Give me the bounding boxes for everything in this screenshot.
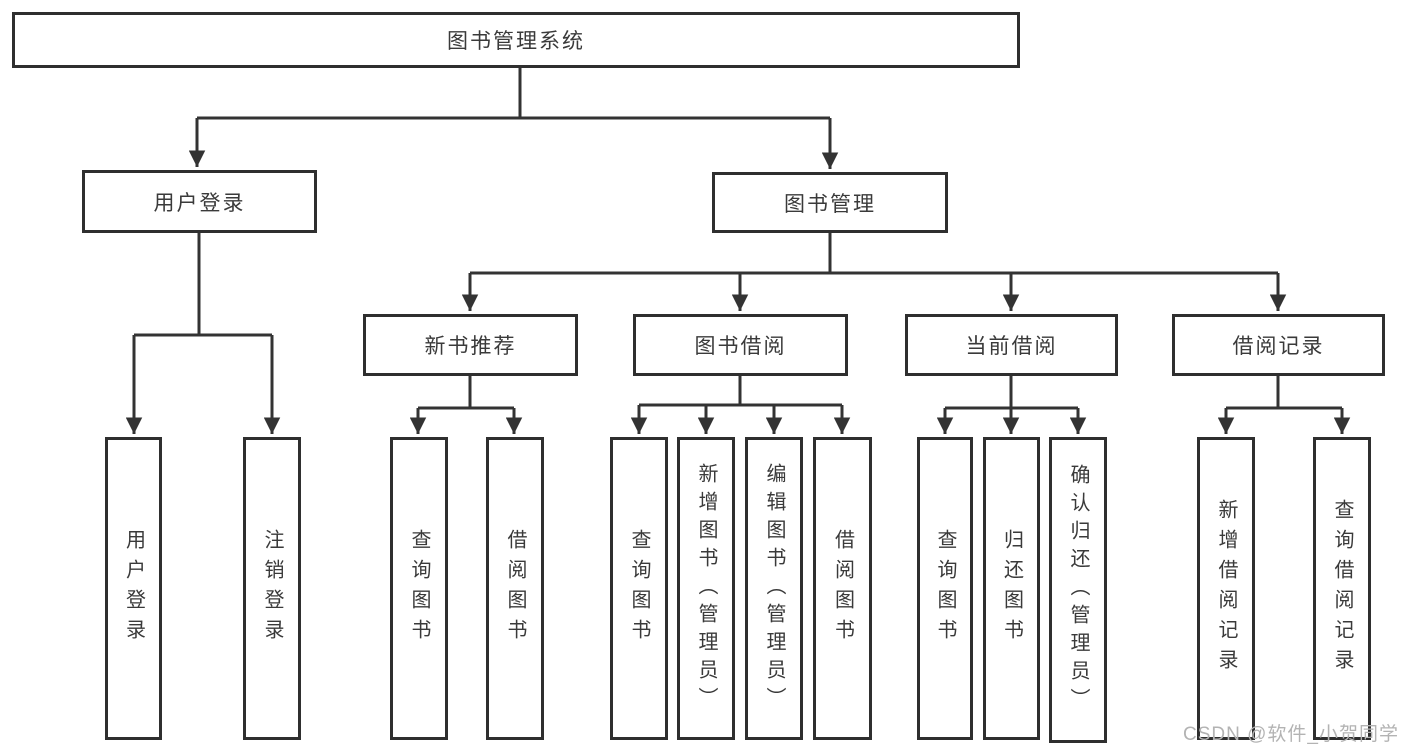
node-library-management-system: 图书管理系统 [12,12,1020,68]
leaf-query-books-2: 查询图书 [610,437,668,740]
node-new-book-recommend: 新书推荐 [363,314,578,376]
node-borrow-records: 借阅记录 [1172,314,1385,376]
leaf-query-books-3: 查询图书 [917,437,973,740]
leaf-return-books: 归还图书 [983,437,1040,740]
leaf-user-login: 用户登录 [105,437,162,740]
leaf-confirm-return-admin: 确认归还（管理员） [1049,437,1107,743]
node-user-login: 用户登录 [82,170,317,233]
leaf-borrow-books-1: 借阅图书 [486,437,544,740]
leaf-query-borrow-record: 查询借阅记录 [1313,437,1371,740]
leaf-add-books-admin: 新增图书（管理员） [677,437,735,740]
csdn-watermark: CSDN @软件_小贺同学 [1183,724,1399,745]
leaf-logout: 注销登录 [243,437,301,740]
leaf-edit-books-admin: 编辑图书（管理员） [745,437,803,740]
leaf-borrow-books-2: 借阅图书 [813,437,872,740]
leaf-query-books-1: 查询图书 [390,437,448,740]
leaf-add-borrow-record: 新增借阅记录 [1197,437,1255,740]
node-current-borrow: 当前借阅 [905,314,1118,376]
node-book-borrow: 图书借阅 [633,314,848,376]
node-book-management: 图书管理 [712,172,948,233]
